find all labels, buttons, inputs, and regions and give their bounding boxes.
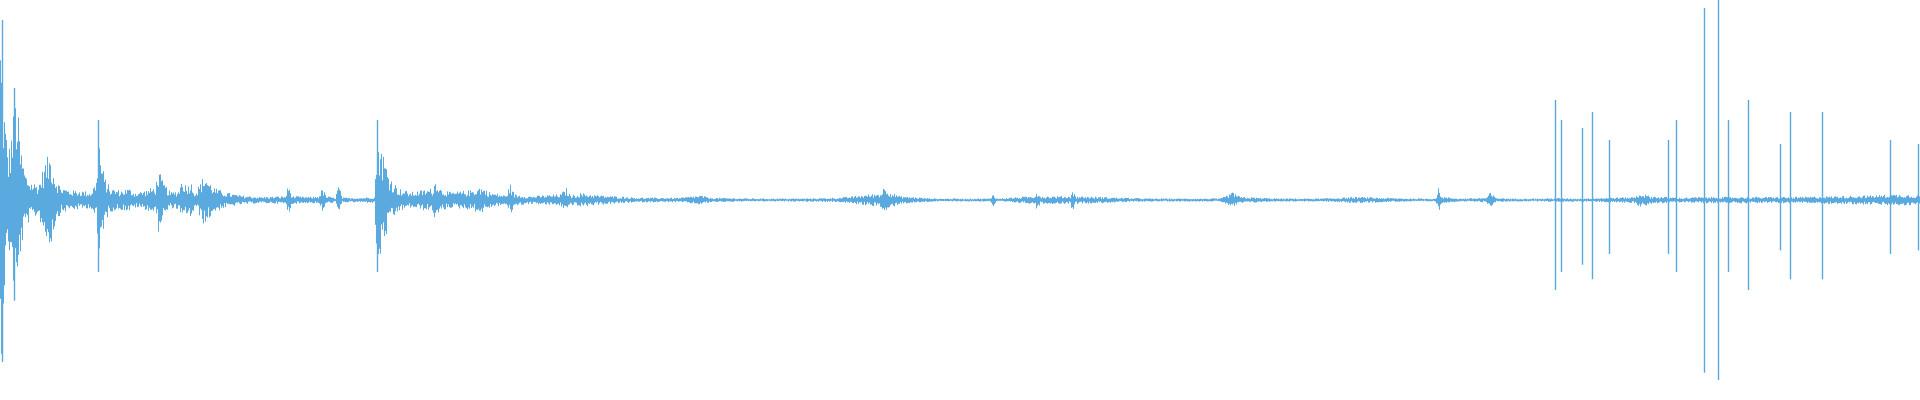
waveform-trace xyxy=(0,60,1920,354)
waveform-samples xyxy=(0,0,1920,380)
